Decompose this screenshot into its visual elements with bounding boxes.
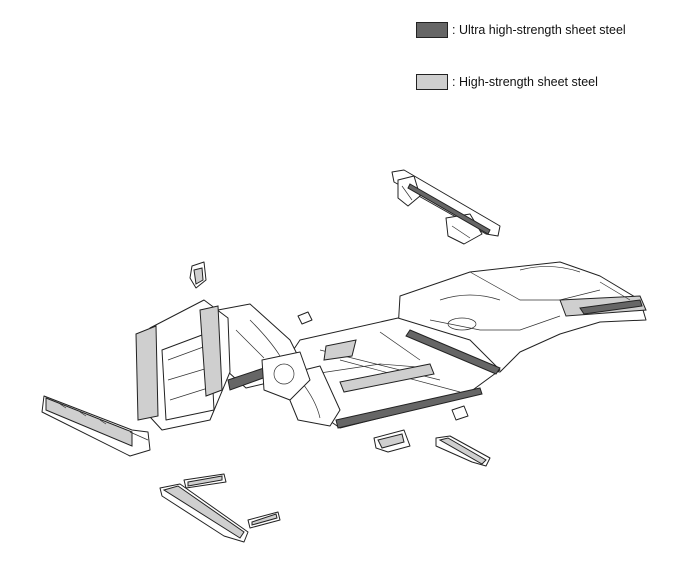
ultra-high-strength-label: : Ultra high-strength sheet steel [452, 23, 626, 37]
lower-brace-right [247, 511, 281, 529]
high-strength-swatch [416, 74, 448, 90]
legend-item-ultra-high-strength: : Ultra high-strength sheet steel [416, 20, 626, 40]
rear-cross-member [391, 169, 501, 245]
front-bumper-reinforcement [41, 395, 151, 457]
rear-floor-brace [435, 435, 491, 467]
upper-bracket [189, 261, 207, 289]
center-bracket [373, 429, 411, 453]
ultra-high-strength-swatch [416, 22, 448, 38]
lower-front-member [159, 483, 249, 543]
high-strength-label: : High-strength sheet steel [452, 75, 598, 89]
small-bracket-rear [451, 405, 469, 421]
lower-brace-upper [183, 473, 227, 489]
small-clip [297, 311, 313, 325]
legend-item-high-strength: : High-strength sheet steel [416, 72, 626, 92]
legend: : Ultra high-strength sheet steel : High… [416, 20, 626, 92]
main-underbody-frame [135, 261, 647, 431]
